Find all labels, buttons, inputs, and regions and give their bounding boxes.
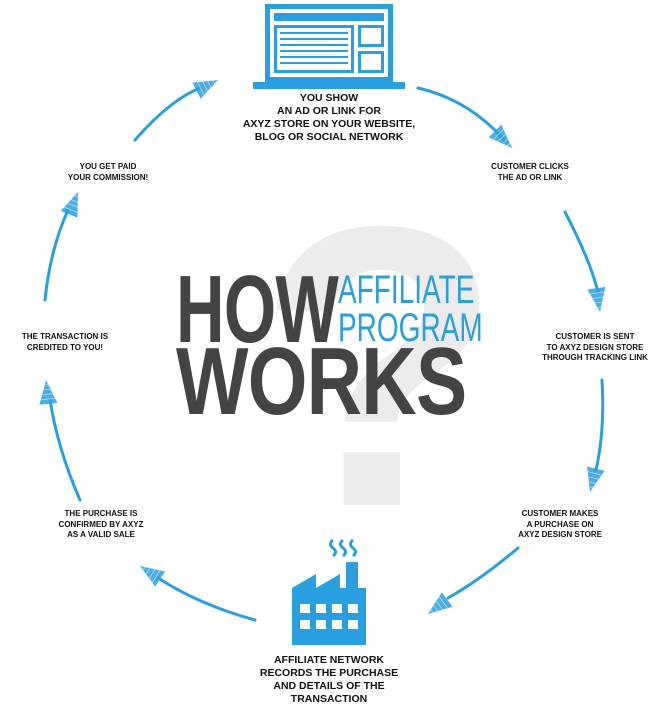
step-customer-sent: CUSTOMER IS SENT TO AXYZ DESIGN STORE TH…: [542, 332, 648, 362]
laptop-icon: [253, 4, 405, 89]
step-network-records: AFFILIATE NETWORK RECORDS THE PURCHASE A…: [259, 654, 399, 705]
arrow-show-to-click: [416, 86, 512, 148]
arrow-sent-to-purchase: [587, 378, 605, 492]
step-get-paid: YOU GET PAID YOUR COMMISSION!: [67, 162, 149, 182]
step-purchase-confirmed: THE PURCHASE IS CONFIRMED BY AXYZ AS A V…: [58, 509, 144, 539]
arrow-credited-to-paid: [43, 192, 79, 302]
step-customer-purchase: CUSTOMER MAKES A PURCHASE ON AXYZ DESIGN…: [518, 509, 602, 539]
factory-icon: [292, 538, 366, 645]
title-affiliate: AFFILIATE: [338, 268, 475, 312]
arrow-paid-to-show: [133, 80, 218, 142]
title-works: WORKS: [176, 328, 467, 435]
question-mark-decoration: ?: [258, 143, 502, 590]
arrow-records-to-confirmed: [140, 566, 257, 622]
step-show-ad: YOU SHOW AN AD OR LINK FOR AXYZ STORE ON…: [242, 92, 416, 143]
title-program: PROGRAM: [338, 306, 483, 350]
step-transaction-credited: THE TRANSACTION IS CREDITED TO YOU!: [21, 332, 109, 352]
cycle-arrows: [39, 80, 606, 622]
step-customer-clicks: CUSTOMER CLICKS THE AD OR LINK: [491, 162, 569, 182]
arrow-purchase-to-records: [428, 546, 520, 614]
arrow-confirmed-to-credited: [39, 380, 82, 502]
arrow-click-to-sent: [563, 210, 606, 312]
title-how: HOW: [176, 256, 339, 363]
